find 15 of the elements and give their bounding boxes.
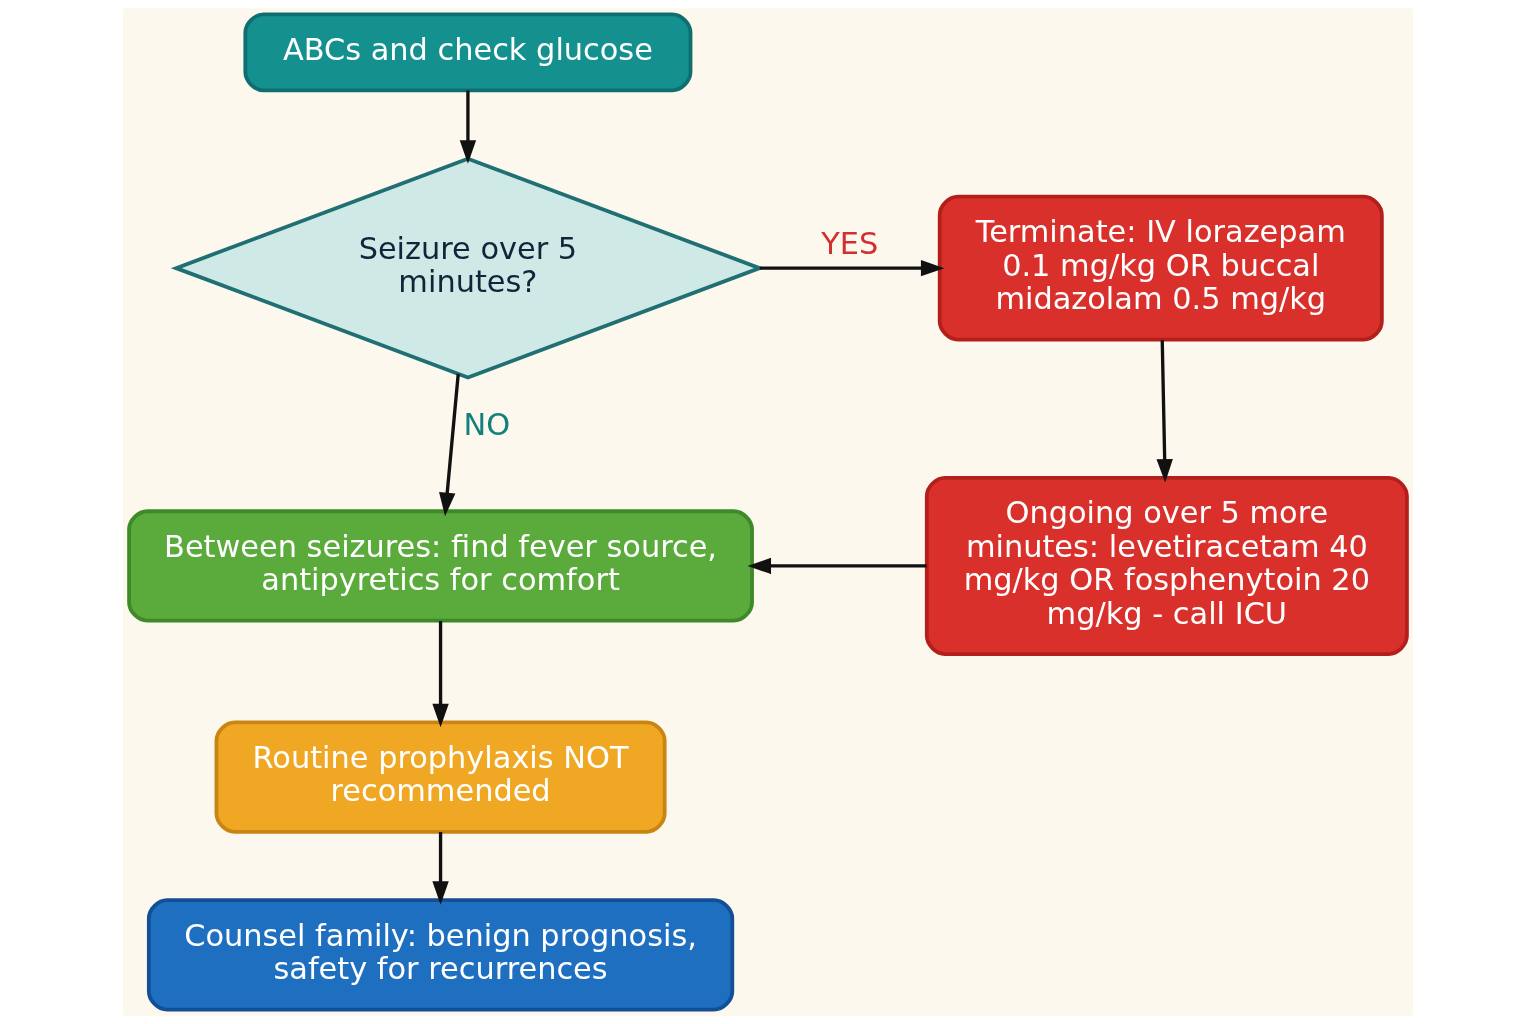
edge-label: YES <box>821 226 879 262</box>
node-box: ABCs and check glucose <box>243 12 693 93</box>
arrow <box>747 557 927 575</box>
edge-label: NO <box>463 407 511 443</box>
node-box: Ongoing over 5 more minutes: levetiracetam 40 mg/kg OR fosphenytoin 20 mg/kg - call ICU <box>924 475 1409 656</box>
node-box: Routine prophylaxis NOT recommended <box>214 720 667 834</box>
node-box: Terminate: IV lorazepam 0.1 mg/kg OR buccal midazolam 0.5 mg/kg <box>937 194 1384 342</box>
arrow <box>1156 340 1173 483</box>
arrow <box>432 621 449 728</box>
node-box: Counsel family: benign prognosis, safety for recurrences <box>146 898 735 1012</box>
arrow <box>432 832 449 905</box>
arrow <box>459 90 477 164</box>
arrow <box>439 373 460 517</box>
arrow <box>759 259 945 277</box>
node-box: Between seizures: find fever source, antipyretics for comfort <box>127 509 754 623</box>
